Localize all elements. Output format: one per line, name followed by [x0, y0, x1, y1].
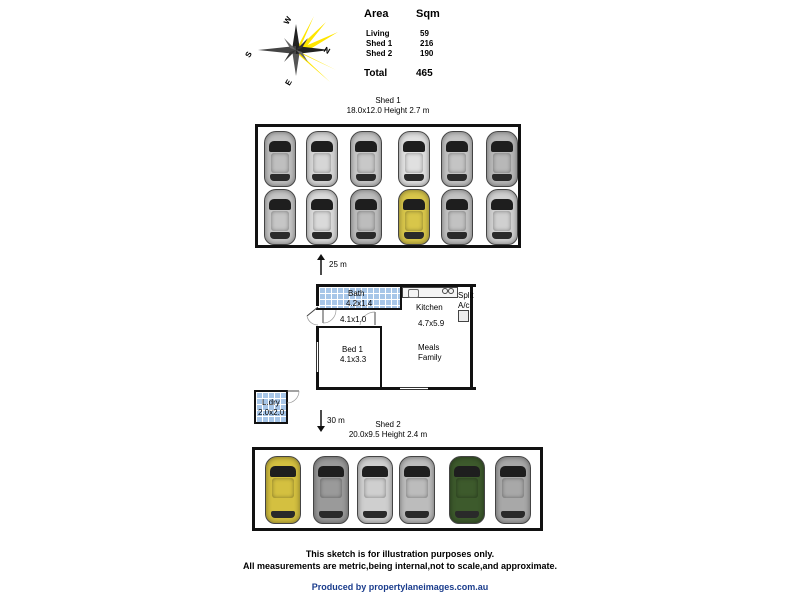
distance-down-arrow — [315, 410, 327, 437]
laundry-room: L.dry 2.0x2.0 — [254, 390, 288, 424]
sliding-door — [400, 387, 428, 390]
ac-label: A/c — [458, 301, 470, 310]
row-shed1-label: Shed 1 — [366, 39, 393, 48]
shed1-dims: 18.0x12.0 Height 2.7 m — [346, 106, 430, 115]
shed1-box — [255, 124, 521, 248]
car-icon — [264, 131, 296, 187]
shed2-box — [252, 447, 543, 531]
bed-window — [316, 342, 319, 372]
kitchen-label: Kitchen — [416, 303, 443, 312]
credit-line: Produced by propertylaneimages.com.au — [311, 582, 489, 592]
laundry-label: L.dry — [262, 398, 280, 407]
car-icon — [264, 189, 296, 245]
split-label: Split — [458, 291, 474, 300]
sqm-header: Sqm — [416, 8, 440, 20]
laundry-dims: 2.0x2.0 — [258, 408, 285, 417]
kitchen-bench — [402, 287, 458, 298]
disclaimer-line2: All measurements are metric,being intern… — [242, 561, 558, 571]
area-header: Area — [364, 8, 389, 20]
fridge-icon — [458, 310, 469, 322]
family-label: Family — [418, 353, 442, 362]
car-icon — [449, 456, 485, 524]
row-shed2-label: Shed 2 — [366, 49, 393, 58]
car-icon — [486, 131, 518, 187]
bed-dims: 4.1x3.3 — [340, 355, 367, 364]
car-icon — [265, 456, 301, 524]
car-icon — [306, 131, 338, 187]
bath-dims: 4.2x1.4 — [346, 299, 373, 308]
car-icon — [313, 456, 349, 524]
car-icon — [441, 131, 473, 187]
car-icon — [398, 189, 430, 245]
compass: W N S E — [240, 12, 340, 92]
entry-door-icon — [306, 306, 319, 326]
hall-dims: 4.1x1.0 — [340, 315, 367, 324]
car-icon — [495, 456, 531, 524]
arrow-up-icon — [317, 254, 325, 275]
total-value: 465 — [416, 68, 433, 79]
bath-door-icon — [322, 309, 337, 324]
row-living-label: Living — [366, 29, 390, 38]
car-icon — [398, 131, 430, 187]
row-shed1-value: 216 — [420, 39, 434, 48]
car-icon — [350, 189, 382, 245]
shed1-title: Shed 1 — [375, 96, 401, 105]
disclaimer-line1: This sketch is for illustration purposes… — [305, 549, 495, 559]
bed-label: Bed 1 — [342, 345, 363, 354]
distance-down-label: 30 m — [327, 416, 345, 425]
kitchen-dims: 4.7x5.9 — [418, 319, 445, 328]
meals-label: Meals — [418, 343, 440, 352]
bath-label: Bath — [348, 289, 365, 298]
sink-icon — [408, 289, 419, 298]
car-icon — [441, 189, 473, 245]
shed2-title: Shed 2 — [375, 420, 401, 429]
house-plan: Bath 4.2x1.4 4.1x1.0 Kitchen 4.7x5.9 Spl… — [306, 284, 476, 392]
car-icon — [399, 456, 435, 524]
distance-up-arrow — [315, 254, 327, 281]
arrow-down-icon — [317, 410, 325, 432]
row-shed2-value: 190 — [420, 49, 434, 58]
car-icon — [306, 189, 338, 245]
compass-star-icon — [258, 16, 338, 82]
total-label: Total — [364, 68, 388, 79]
shed2-dims: 20.0x9.5 Height 2.4 m — [348, 430, 428, 439]
bath-area — [319, 287, 400, 308]
stove-icon — [442, 288, 454, 297]
car-icon — [486, 189, 518, 245]
car-icon — [350, 131, 382, 187]
area-table: Area Sqm Living 59 Shed 1 216 Shed 2 190… — [364, 8, 484, 88]
row-living-value: 59 — [420, 29, 429, 38]
distance-up-label: 25 m — [329, 260, 347, 269]
car-icon — [357, 456, 393, 524]
laundry-door-icon — [286, 390, 300, 404]
bed-door-icon — [359, 311, 376, 326]
